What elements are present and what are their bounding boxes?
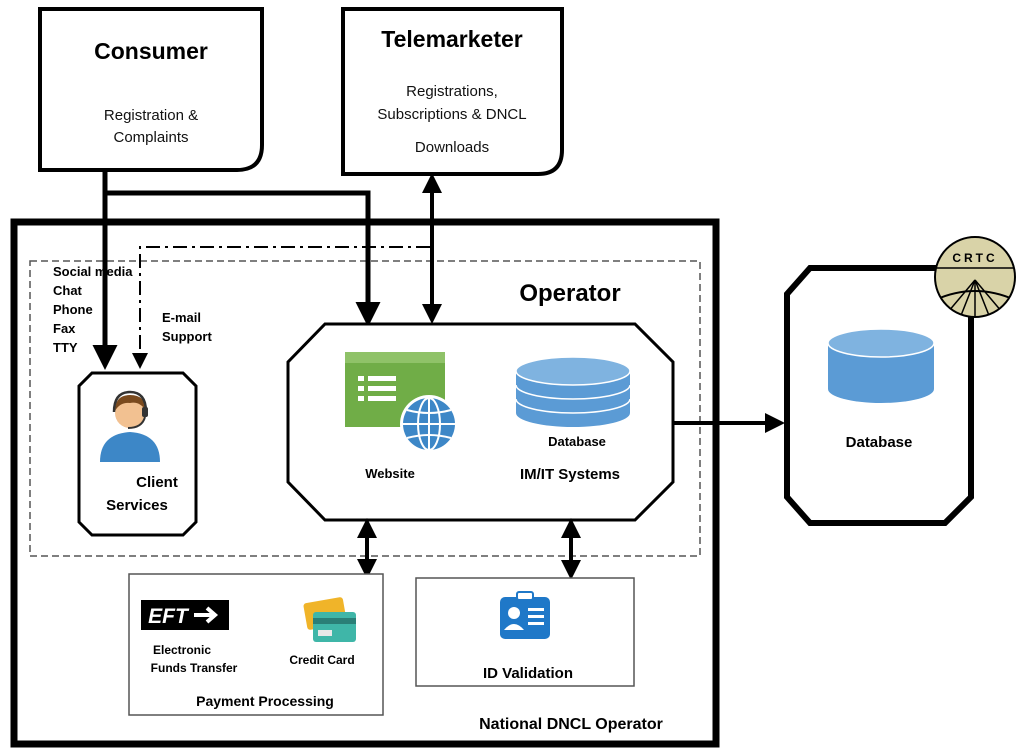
- globe-icon: [403, 397, 455, 451]
- id-validation-box: ID Validation: [415, 577, 635, 687]
- id-card-icon: [500, 591, 550, 639]
- consumer-line-2: Complaints: [113, 129, 188, 146]
- imit-systems-title: IM/IT Systems: [520, 466, 620, 483]
- database-icon: [515, 356, 631, 427]
- eft-logo-text: EFT: [148, 605, 190, 628]
- operator-title: Operator: [519, 280, 620, 307]
- website-label: Website: [365, 466, 415, 481]
- credit-card-icon: [303, 597, 356, 642]
- telemarketer-line-3: Downloads: [415, 139, 489, 156]
- national-operator-label: National DNCL Operator: [479, 716, 663, 733]
- client-services-box: Client Services: [77, 371, 198, 537]
- eft-label-2: Funds Transfer: [151, 661, 238, 675]
- credit-card-label: Credit Card: [289, 653, 354, 667]
- telemarketer-box: Telemarketer Registrations, Subscription…: [341, 7, 564, 176]
- email-label-1: E-mail: [162, 310, 201, 325]
- national-operator-frame: [10, 218, 720, 748]
- consumer-title: Consumer: [94, 38, 208, 64]
- crtc-logo: CRTC: [934, 236, 1016, 318]
- telemarketer-line-1: Registrations,: [406, 83, 498, 100]
- email-label-2: Support: [162, 329, 212, 344]
- database-label-internal: Database: [548, 434, 606, 449]
- client-services-line-2: Services: [106, 497, 168, 514]
- payment-processing-title: Payment Processing: [196, 693, 334, 709]
- crtc-logo-text: CRTC: [952, 251, 997, 265]
- arrow-consumer-to-website: [105, 190, 381, 327]
- eft-label-1: Electronic: [153, 643, 211, 657]
- telemarketer-title: Telemarketer: [381, 26, 523, 52]
- external-database-label: Database: [846, 434, 913, 451]
- channel-chat: Chat: [53, 283, 83, 298]
- contact-channels: Social media Chat Phone Fax TTY: [53, 264, 133, 355]
- channel-social-media: Social media: [53, 264, 133, 279]
- external-database-icon: [827, 328, 935, 403]
- channel-fax: Fax: [53, 321, 76, 336]
- client-services-line-1: Client: [136, 474, 178, 491]
- eft-logo-icon: EFT: [141, 600, 229, 630]
- payment-processing-box: EFT Electronic Funds Transfer Credit Car…: [128, 573, 384, 716]
- channel-phone: Phone: [53, 302, 93, 317]
- telemarketer-line-2: Subscriptions & DNCL: [377, 106, 526, 123]
- consumer-line-1: Registration &: [104, 107, 198, 124]
- consumer-box: Consumer Registration & Complaints: [38, 7, 264, 172]
- email-support-line: [132, 246, 430, 369]
- channel-tty: TTY: [53, 340, 78, 355]
- id-validation-title: ID Validation: [483, 665, 573, 682]
- website-icon: [345, 352, 458, 453]
- agent-headset-icon: [100, 390, 160, 462]
- external-database-box: Database: [784, 265, 974, 526]
- imit-systems-box: Website Database IM/IT Systems: [286, 322, 675, 522]
